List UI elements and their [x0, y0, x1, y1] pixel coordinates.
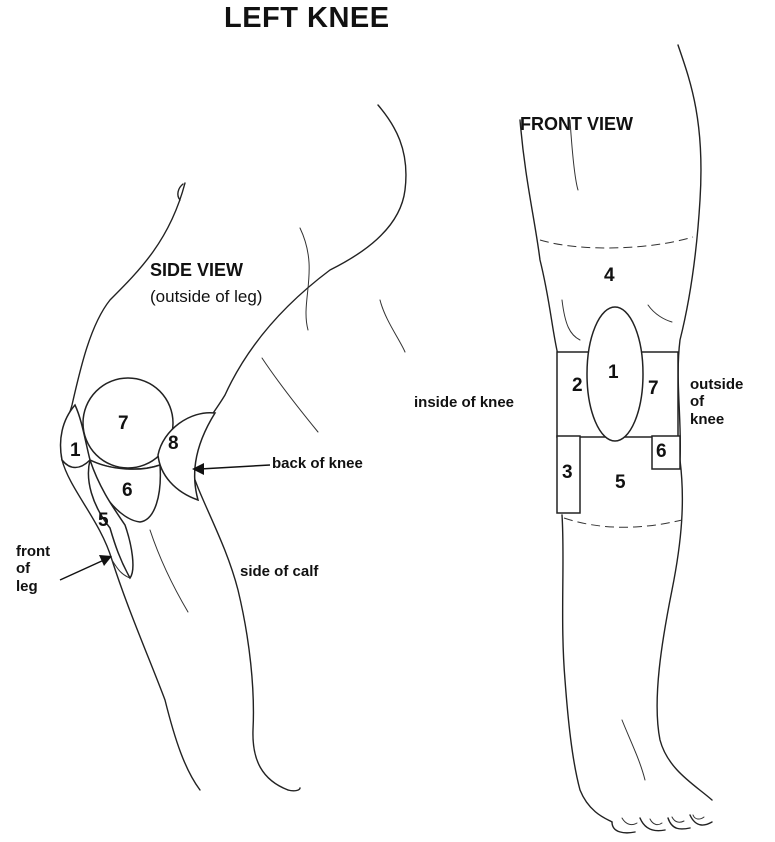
label-back-of-knee: back of knee — [272, 455, 363, 472]
side-view-heading: SIDE VIEW — [150, 260, 243, 281]
label-front-of-leg-line3: leg — [16, 578, 50, 595]
label-outside-of-knee-line1: outside — [690, 376, 743, 393]
label-outside-of-knee: outside of knee — [690, 376, 743, 428]
label-outside-of-knee-line3: knee — [690, 411, 743, 428]
front-zone-6-label: 6 — [656, 441, 667, 463]
front-zone-7-label: 7 — [648, 378, 659, 400]
front-view-heading: FRONT VIEW — [520, 114, 633, 135]
page-title: LEFT KNEE — [224, 2, 390, 35]
arrowhead-front-of-leg — [99, 555, 112, 566]
front-zone-2-label: 2 — [572, 375, 583, 397]
label-front-of-leg-line1: front — [16, 543, 50, 560]
label-outside-of-knee-line2: of — [690, 393, 743, 410]
front-zone-1-label: 1 — [608, 362, 619, 384]
label-front-of-leg-line2: of — [16, 560, 50, 577]
front-zone-4-label: 4 — [604, 265, 615, 287]
side-zone-8-label: 8 — [168, 433, 179, 455]
label-side-of-calf: side of calf — [240, 563, 318, 580]
side-zone-6-label: 6 — [122, 480, 133, 502]
arrow-front-of-leg — [60, 560, 104, 580]
side-zone-5-label: 5 — [98, 510, 109, 532]
side-view-subheading: (outside of leg) — [150, 287, 262, 307]
front-zone-5-label: 5 — [615, 472, 626, 494]
side-zone-7-label: 7 — [118, 413, 129, 435]
arrow-back-of-knee — [200, 465, 270, 469]
side-zone-1-label: 1 — [70, 440, 81, 462]
label-inside-of-knee: inside of knee — [414, 394, 514, 411]
front-zone-3-label: 3 — [562, 462, 573, 484]
side-view-zones — [61, 378, 215, 578]
label-front-of-leg: front of leg — [16, 543, 50, 595]
